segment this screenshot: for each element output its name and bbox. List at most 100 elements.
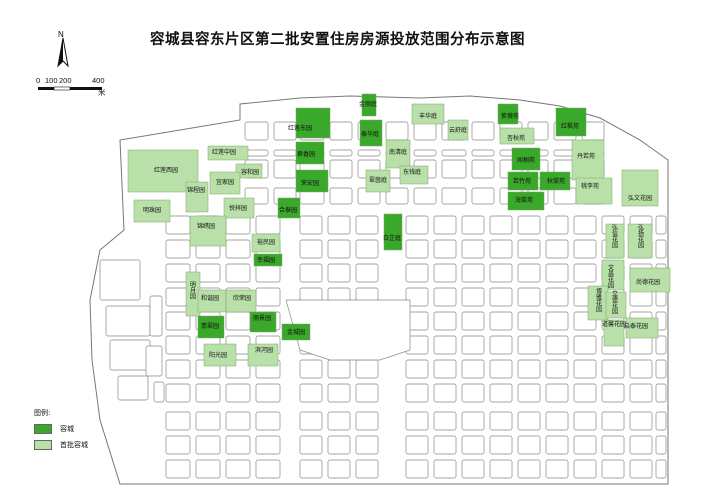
scale-tick-2: 200: [59, 76, 72, 85]
city-block: [573, 263, 597, 283]
housing-area: [629, 267, 671, 293]
city-block: [461, 383, 485, 403]
city-block: [165, 239, 191, 259]
city-block: [433, 311, 457, 331]
area-label: 丰华庭: [419, 112, 437, 120]
housing-area: [223, 197, 255, 219]
scale-bar-graphic: [38, 86, 102, 91]
city-block: [489, 239, 513, 259]
legend-item-rongcheng: 容城: [34, 424, 88, 434]
housing-area: [207, 145, 249, 161]
city-block: [299, 239, 323, 259]
city-block: [433, 411, 457, 431]
city-block: [355, 239, 379, 259]
area-label: 闻桐苑: [517, 156, 535, 164]
city-block: [461, 287, 485, 307]
city-block: [489, 335, 513, 355]
city-block: [255, 435, 281, 455]
city-block: [545, 287, 569, 307]
housing-areas: [127, 93, 671, 367]
city-block: [433, 239, 457, 259]
city-block: [255, 383, 281, 403]
city-block: [327, 263, 351, 283]
city-block: [273, 159, 297, 179]
housing-area: [507, 191, 545, 211]
city-block: [327, 383, 351, 403]
city-block: [655, 215, 667, 235]
area-label: 和谐园: [201, 294, 219, 302]
legend-swatch-light: [34, 440, 52, 450]
city-block: [355, 359, 379, 379]
housing-area: [295, 107, 331, 139]
city-block: [553, 187, 577, 205]
housing-area: [185, 181, 209, 213]
city-block: [405, 287, 429, 307]
city-block: [225, 311, 251, 331]
area-label: 容和园: [241, 168, 259, 176]
city-block: [255, 411, 281, 431]
city-block: [461, 411, 485, 431]
legend-item-shoupi: 首批容城: [34, 440, 88, 450]
city-block: [153, 381, 165, 403]
city-block: [655, 239, 667, 259]
area-label: 海棠苑: [515, 196, 533, 204]
city-block: [601, 411, 625, 431]
city-block: [433, 263, 457, 283]
city-block: [327, 239, 351, 259]
housing-area: [605, 291, 627, 319]
housing-area: [499, 127, 535, 145]
city-block: [244, 149, 269, 157]
city-block: [433, 335, 457, 355]
scale-tick-0: 0: [36, 76, 41, 85]
area-label: 杏秋苑: [507, 134, 525, 142]
legend-label: 容城: [60, 425, 74, 433]
city-block: [517, 411, 541, 431]
city-block: [517, 335, 541, 355]
city-block: [489, 411, 513, 431]
city-block: [461, 435, 485, 455]
city-block: [255, 287, 281, 307]
area-label: 白芷庭: [383, 234, 401, 242]
city-block: [195, 459, 221, 479]
housing-area: [571, 139, 605, 181]
city-block: [573, 383, 597, 403]
city-block: [433, 215, 457, 235]
city-block: [244, 121, 269, 141]
housing-area: [253, 253, 283, 267]
city-block: [255, 263, 281, 283]
area-label: 明珠园: [143, 206, 161, 214]
city-block: [117, 375, 149, 401]
area-label: 君香园: [297, 150, 315, 158]
city-block: [489, 435, 513, 455]
area-label: 尚德花园: [636, 278, 660, 286]
city-block: [517, 359, 541, 379]
city-block: [433, 287, 457, 307]
city-block: [327, 435, 351, 455]
city-block: [441, 187, 467, 205]
city-block: [327, 215, 351, 235]
city-block: [299, 411, 323, 431]
city-block: [545, 239, 569, 259]
city-block: [573, 335, 597, 355]
area-label: 道馨花园: [602, 320, 626, 328]
housing-area: [225, 289, 257, 313]
housing-area: [277, 197, 301, 219]
city-block: [405, 263, 429, 283]
city-block: [441, 149, 467, 157]
city-block: [545, 311, 569, 331]
city-block: [461, 263, 485, 283]
city-block: [489, 287, 513, 307]
area-label: 幸福园: [257, 256, 275, 264]
area-label: 金丽庭: [359, 100, 377, 108]
scale-bar: 0 100 200 400 米: [36, 76, 116, 98]
city-block: [433, 359, 457, 379]
city-block: [601, 435, 625, 455]
district-boundary: [89, 95, 669, 485]
city-block: [601, 383, 625, 403]
housing-area: [555, 107, 587, 137]
housing-area: [621, 169, 659, 207]
city-block: [225, 239, 251, 259]
city-block: [461, 215, 485, 235]
city-block: [355, 411, 379, 431]
